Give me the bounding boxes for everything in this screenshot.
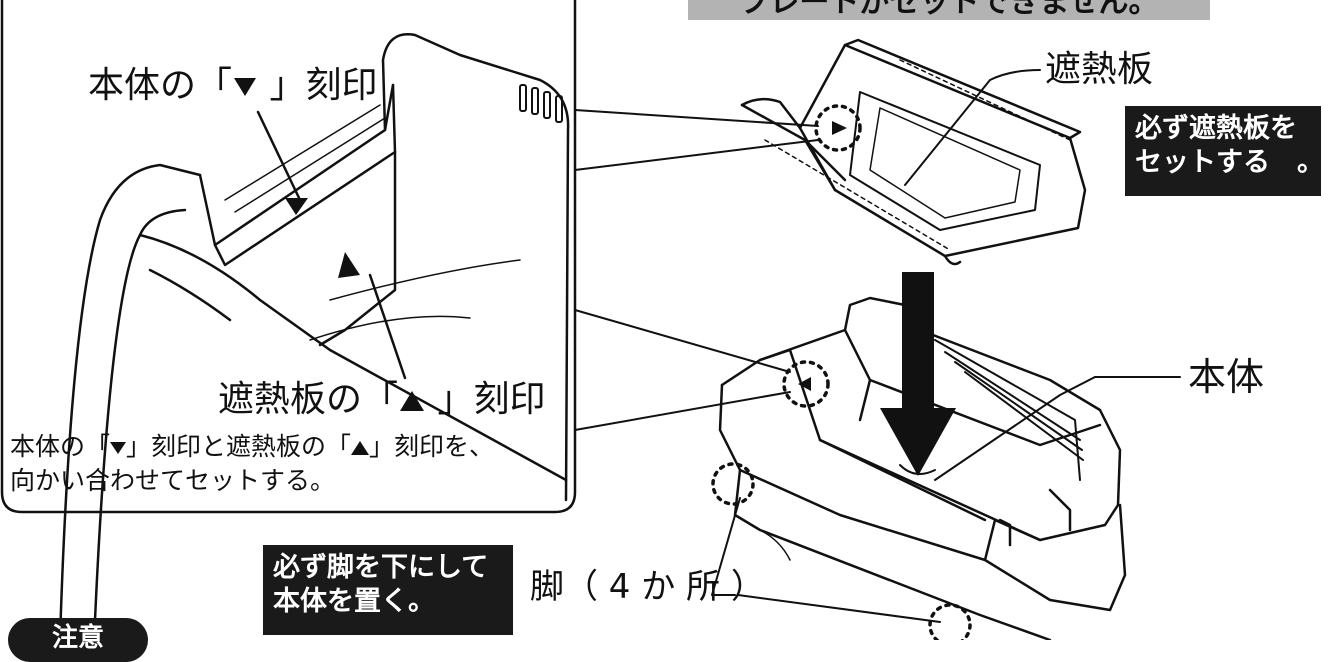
warning-banner: プレートがセットできません。 [688, 0, 1210, 20]
plate-mark-triangle [338, 252, 360, 278]
heat-shield-drawing [740, 38, 1087, 266]
heat-shield-label: 遮熱板 [1045, 49, 1154, 90]
up-triangle-icon [400, 391, 425, 411]
down-triangle-icon [110, 442, 127, 454]
caution-badge: 注意 [8, 618, 148, 662]
body-label: 本体 [1188, 355, 1265, 399]
feet-warning-box: 必ず脚を下にして 本体を置く。 [263, 545, 513, 635]
body-mark-label: 本体の「 」刻印 [88, 65, 378, 106]
callout-frame [0, 0, 577, 514]
insert-arrow [880, 272, 956, 476]
body-mark-triangle [285, 198, 308, 215]
down-triangle-icon [234, 78, 257, 96]
plate-mark-label: 遮熱板の「 」刻印 [218, 379, 546, 420]
heat-shield-warning-box: 必ず遮熱板を セットする 。 [1125, 106, 1324, 196]
highlight-circles [711, 104, 972, 640]
up-triangle-icon [351, 441, 370, 455]
body-drawing [718, 296, 1127, 640]
feet-label: 脚（ 4 か 所 ） [530, 567, 765, 607]
instruction-line-2: 向かい合わせてセットする。 [10, 466, 336, 495]
appliance-diagram [0, 0, 1181, 640]
callout-body-zoom [58, 33, 570, 640]
instruction-line-1: 本体の「」刻印と遮熱板の「」刻印を、 [10, 432, 495, 461]
